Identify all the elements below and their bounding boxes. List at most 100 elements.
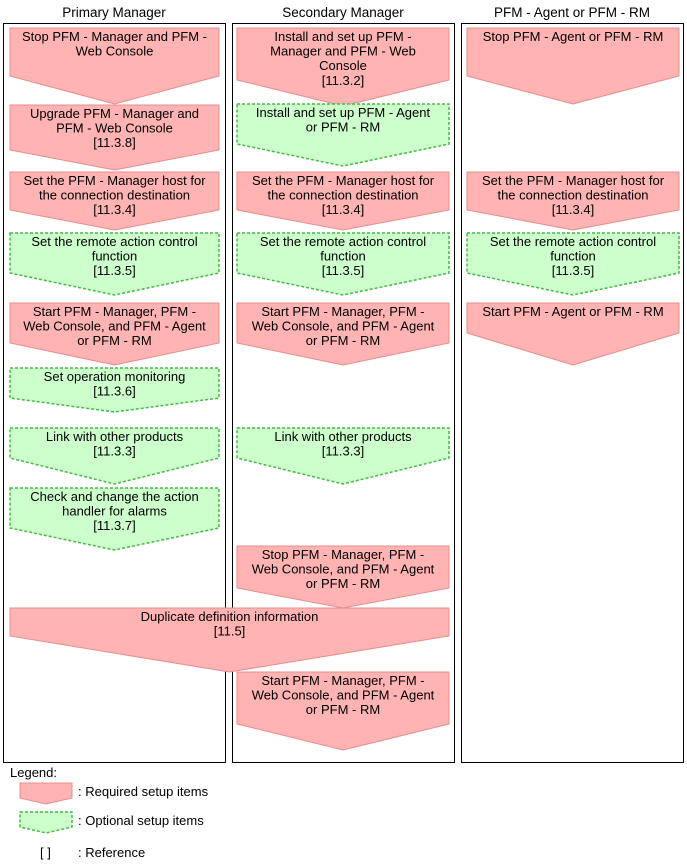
step-label-line: Manager and PFM - Web (270, 44, 416, 59)
step-shape-required (9, 171, 220, 231)
step-label-line: function (550, 249, 596, 264)
step-shape-optional (9, 232, 220, 296)
step-label-line: [11.3.3] (93, 444, 135, 459)
step-label-line: Web Console, and PFM - Agent (252, 688, 435, 703)
column-title-secondary: Secondary Manager (282, 5, 404, 20)
step-label-line: function (320, 249, 366, 264)
step-shape-optional (9, 367, 220, 413)
step-shape-optional (466, 232, 680, 296)
step-shape-required (236, 27, 450, 107)
step-shape-required (236, 671, 450, 751)
step-label-line: [11.5] (214, 624, 246, 639)
column-frame-primary (3, 23, 226, 763)
step-label-line: Web Console, and PFM - Agent (252, 562, 435, 577)
step-s1: Install and set up PFM -Manager and PFM … (236, 27, 450, 107)
step-shape-required (9, 302, 220, 366)
step-label-line: PFM - Web Console (56, 121, 173, 136)
step-label-line: Console (319, 58, 367, 73)
step-label-line: [11.3.4] (552, 202, 594, 217)
legend-title: Legend: (10, 765, 57, 780)
step-shape-required (236, 171, 450, 231)
step-label-line: Stop PFM - Manager and PFM - (22, 29, 207, 44)
step-label-line: [11.3.7] (93, 518, 135, 533)
step-label-line: or PFM - RM (77, 333, 151, 348)
step-label-line: Start PFM - Manager, PFM - (33, 304, 196, 319)
column-frame-secondary (232, 23, 455, 763)
step-label-line: Set the remote action control (260, 234, 426, 249)
step-shape-optional (9, 487, 220, 551)
column-title-agent: PFM - Agent or PFM - RM (494, 5, 650, 20)
step-label-line: or PFM - RM (306, 576, 380, 591)
step-label-line: [11.3.5] (552, 263, 594, 278)
step-shape-required (466, 171, 680, 231)
step-shape-optional (236, 103, 450, 167)
step-s6: Link with other products[11.3.3] (236, 427, 450, 485)
step-label-line: [11.3.3] (322, 444, 364, 459)
step-p4: Set the remote action controlfunction[11… (9, 232, 220, 296)
step-label-line: [11.3.2] (322, 73, 364, 88)
step-label-line: Web Console (76, 44, 154, 59)
column-frame-agent (461, 23, 684, 763)
step-label-line: Set operation monitoring (44, 369, 186, 384)
step-s8: Start PFM - Manager, PFM -Web Console, a… (236, 671, 450, 751)
legend-optional-shape (19, 811, 73, 834)
step-label-line: Stop PFM - Agent or PFM - RM (483, 29, 664, 44)
step-label-line: Install and set up PFM - (274, 29, 411, 44)
column-title-primary: Primary Manager (62, 5, 166, 20)
step-s4: Set the remote action controlfunction[11… (236, 232, 450, 296)
step-label-line: [11.3.4] (322, 202, 364, 217)
step-shape-optional (236, 232, 450, 296)
step-label-line: the connection destination (497, 188, 648, 203)
step-a4: Start PFM - Agent or PFM - RM (466, 302, 680, 366)
step-label-line: Web Console, and PFM - Agent (252, 319, 435, 334)
step-label-line: Start PFM - Manager, PFM - (261, 673, 424, 688)
step-shape-required (466, 302, 680, 366)
step-label-line: or PFM - RM (306, 333, 380, 348)
step-label-line: [11.3.6] (93, 384, 135, 399)
step-d1: Duplicate definition information[11.5] (9, 607, 450, 673)
step-s7: Stop PFM - Manager, PFM -Web Console, an… (236, 545, 450, 609)
step-label-line: Set the PFM - Manager host for (252, 173, 435, 188)
step-shape-required (9, 104, 220, 171)
step-shape-required (466, 27, 680, 105)
step-label-line: Install and set up PFM - Agent (256, 105, 431, 120)
step-label-line: Check and change the action (30, 489, 198, 504)
step-shape-required (9, 607, 450, 673)
legend-required-label: : Required setup items (78, 784, 209, 799)
step-shape-optional (236, 427, 450, 485)
step-p6: Set operation monitoring[11.3.6] (9, 367, 220, 413)
step-a1: Stop PFM - Agent or PFM - RM (466, 27, 680, 105)
step-label-line: Set the PFM - Manager host for (23, 173, 206, 188)
legend-required-shape (19, 782, 73, 805)
legend-optional-label: : Optional setup items (78, 813, 204, 828)
step-label-line: Duplicate definition information (141, 609, 319, 624)
step-label-line: Set the PFM - Manager host for (482, 173, 665, 188)
step-p7: Link with other products[11.3.3] (9, 427, 220, 485)
legend-reference-label: : Reference (78, 845, 145, 860)
step-label-line: the connection destination (267, 188, 418, 203)
legend-reference-symbol: [ ] (40, 845, 51, 860)
step-label-line: the connection destination (39, 188, 190, 203)
step-shape-optional (9, 427, 220, 485)
step-label-line: function (92, 249, 138, 264)
step-a3: Set the remote action controlfunction[11… (466, 232, 680, 296)
step-label-line: [11.3.5] (93, 263, 135, 278)
step-p1: Stop PFM - Manager and PFM -Web Console (9, 27, 220, 105)
step-label-line: Link with other products (46, 429, 184, 444)
step-label-line: Start PFM - Agent or PFM - RM (482, 304, 663, 319)
step-shape-required (236, 302, 450, 366)
step-label-line: Stop PFM - Manager, PFM - (262, 547, 425, 562)
step-label-line: [11.3.5] (322, 263, 364, 278)
step-s5: Start PFM - Manager, PFM -Web Console, a… (236, 302, 450, 366)
step-label-line: [11.3.8] (93, 135, 135, 150)
step-label-line: Web Console, and PFM - Agent (23, 319, 206, 334)
step-shape-required (9, 27, 220, 105)
step-label-line: Start PFM - Manager, PFM - (261, 304, 424, 319)
